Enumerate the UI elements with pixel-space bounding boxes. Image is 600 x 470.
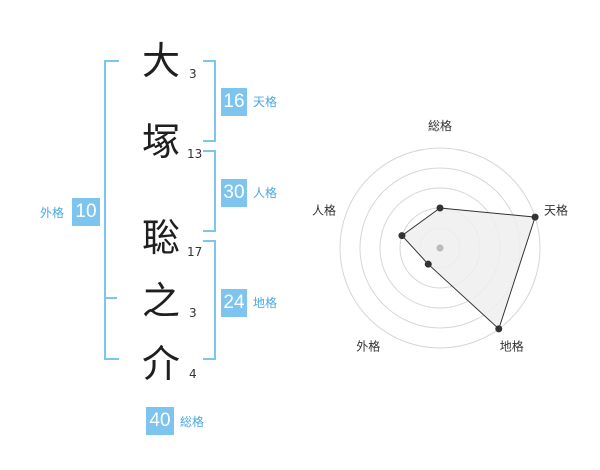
stroke-count-3: 17 [187, 245, 203, 259]
name-char-4: 之 [142, 279, 181, 323]
radar-center-dot [436, 244, 444, 252]
radar-data-area [401, 207, 536, 330]
name-char-5: 介 [142, 342, 181, 386]
gaikaku-label: 外格 [40, 206, 65, 220]
radar-axis-label-1: 総格 [428, 118, 452, 133]
jinkaku-value: 30 [221, 179, 247, 207]
radar-axis-label-5: 人格 [312, 202, 336, 217]
name-char-1: 大 [142, 39, 181, 83]
radar-point-2 [531, 213, 539, 221]
stroke-count-1: 3 [189, 67, 197, 81]
chikaku-value: 24 [221, 289, 247, 317]
chikaku-bracket [203, 240, 216, 360]
jinkaku-label: 人格 [253, 186, 278, 200]
tenkaku-value: 16 [221, 88, 247, 116]
radar-point-1 [436, 204, 444, 212]
radar-axis-label-4: 外格 [356, 339, 380, 354]
soukaku-value: 40 [146, 407, 174, 435]
stroke-count-4: 3 [189, 306, 197, 320]
stroke-count-2: 13 [187, 147, 203, 161]
radar-axis-label-2: 天格 [544, 202, 568, 217]
radar-point-3 [495, 325, 503, 333]
gaikaku-value: 10 [72, 198, 100, 226]
jinkaku-bracket [203, 150, 216, 232]
radar-point-5 [398, 232, 406, 240]
name-char-2: 塚 [142, 120, 181, 164]
gaikaku-bracket [104, 60, 119, 360]
tenkaku-bracket [203, 60, 216, 142]
soukaku-label: 総格 [180, 415, 205, 429]
stroke-count-5: 4 [189, 367, 197, 381]
tenkaku-label: 天格 [253, 95, 278, 109]
radar-ring-5 [339, 147, 541, 349]
radar-axis-label-3: 地格 [500, 339, 524, 354]
radar-point-4 [424, 260, 432, 268]
chikaku-label: 地格 [253, 296, 278, 310]
gaikaku-bracket-mid-tick [104, 297, 117, 299]
name-char-3: 聡 [142, 216, 181, 260]
